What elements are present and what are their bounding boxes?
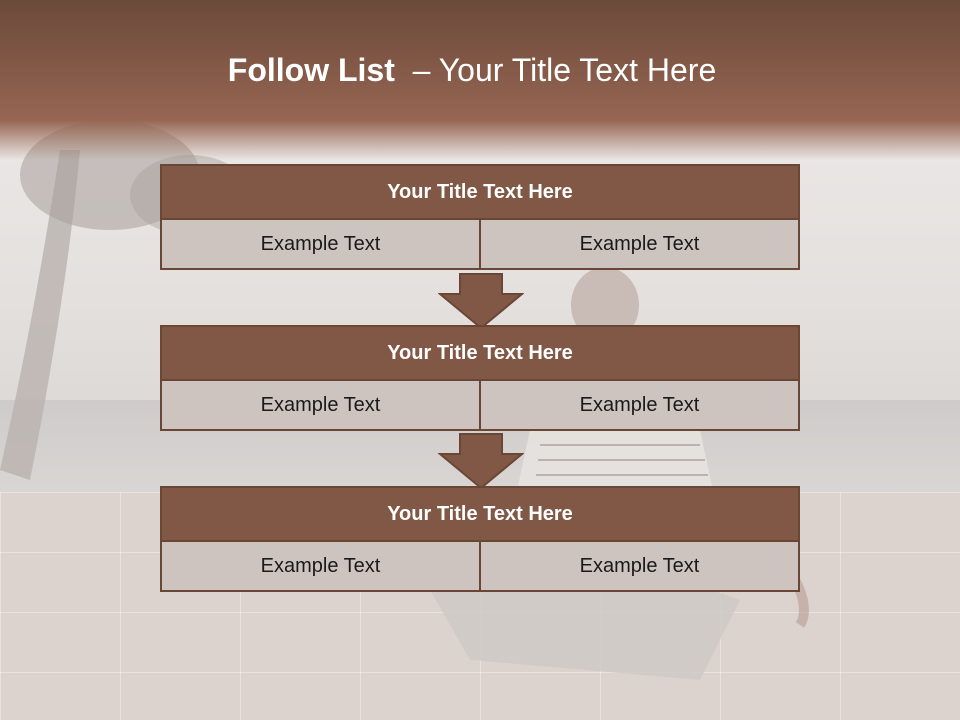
down-arrow-icon — [438, 433, 524, 490]
list-row-1: Your Title Text Here Example Text Exampl… — [160, 164, 800, 270]
header-band — [0, 0, 960, 160]
title-bold: Follow List — [227, 52, 395, 88]
row-title: Your Title Text Here — [160, 486, 800, 542]
row-cell-right: Example Text — [481, 542, 800, 592]
row-cell-left: Example Text — [160, 381, 481, 431]
page-title: Follow List – Your Title Text Here — [0, 52, 944, 89]
title-rest: – Your Title Text Here — [394, 52, 717, 88]
row-cell-right: Example Text — [481, 220, 800, 270]
row-title: Your Title Text Here — [160, 164, 800, 220]
list-row-2: Your Title Text Here Example Text Exampl… — [160, 325, 800, 431]
row-cell-right: Example Text — [481, 381, 800, 431]
list-row-3: Your Title Text Here Example Text Exampl… — [160, 486, 800, 592]
row-cell-left: Example Text — [160, 542, 481, 592]
row-cell-left: Example Text — [160, 220, 481, 270]
down-arrow-icon — [438, 273, 524, 330]
row-title: Your Title Text Here — [160, 325, 800, 381]
